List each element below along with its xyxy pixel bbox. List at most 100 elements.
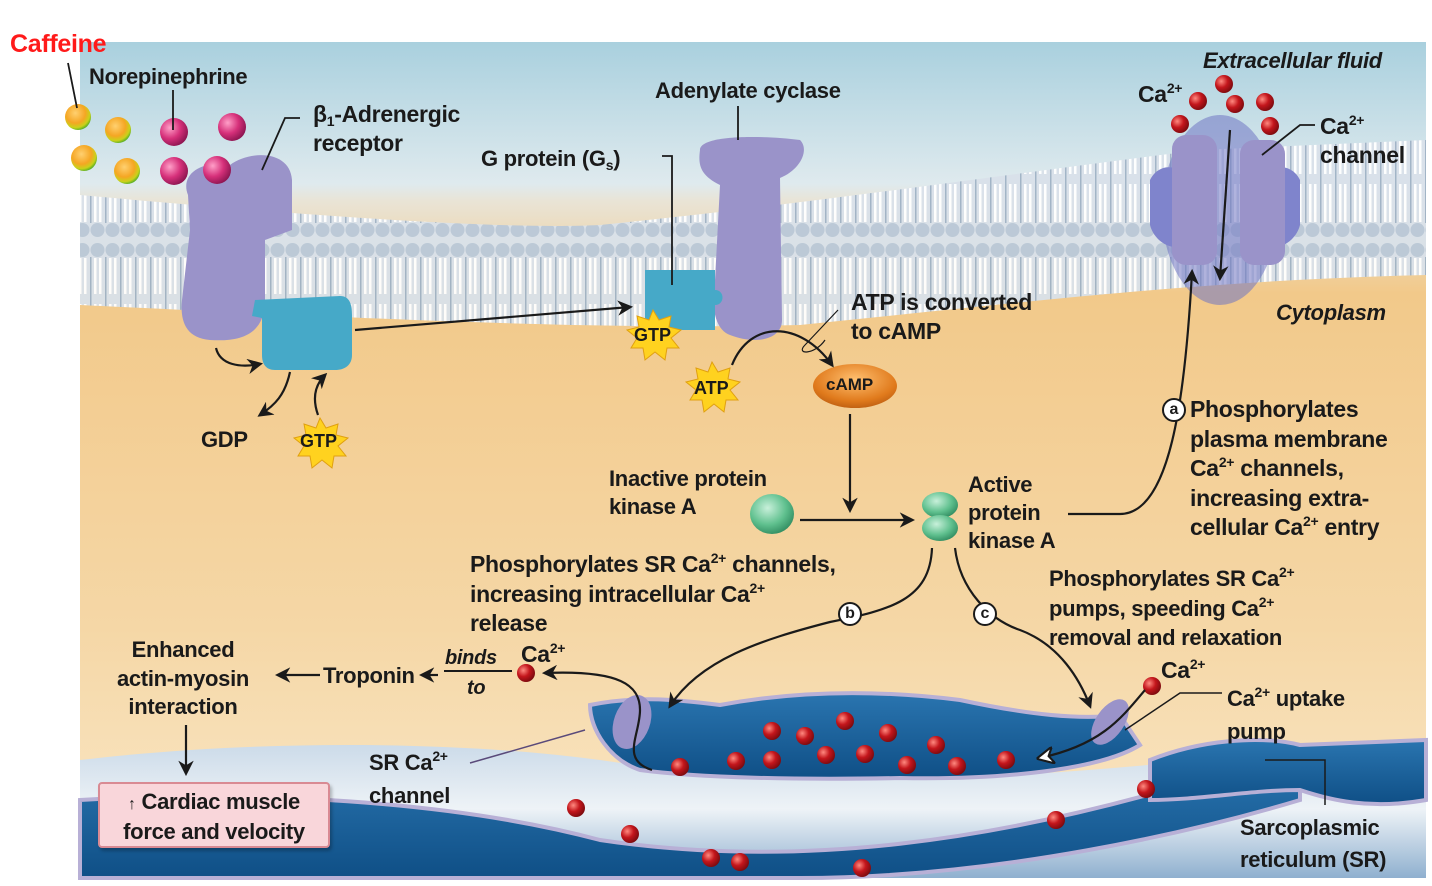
ca-text: Ca: [1161, 657, 1190, 683]
active-pka-line3: kinase A: [968, 528, 1056, 553]
outcome-line1: Cardiac muscle: [141, 789, 301, 814]
uptake-pump-line1: uptake: [1269, 686, 1345, 711]
ca-charge: 2+: [1218, 454, 1235, 470]
step-c-line1: Phosphorylates SR Ca: [1049, 566, 1279, 591]
released-calcium-ion: [517, 664, 535, 682]
step-a-line1: Phosphorylates: [1190, 396, 1359, 422]
step-b-line1: Phosphorylates SR Ca: [470, 551, 711, 577]
beta1-receptor-shape: [181, 155, 292, 341]
ca-charge: 2+: [432, 748, 448, 764]
sarcoplasmic-reticulum-shape: [78, 691, 1428, 880]
sr-channel-label: SR Ca2+ channel: [369, 746, 450, 812]
sarcoplasmic-reticulum-label: Sarcoplasmic reticulum (SR): [1240, 812, 1386, 876]
ca-channel-label: Ca2+ channel: [1320, 112, 1405, 170]
step-c-line2: pumps, speeding Ca: [1049, 595, 1259, 621]
adenylate-cyclase-label: Adenylate cyclase: [655, 78, 841, 103]
norepinephrine-molecules: [160, 113, 246, 185]
step-b-line3: release: [470, 610, 548, 636]
sr-channel-line2: channel: [369, 783, 451, 808]
gtp-star-2: [625, 308, 683, 361]
ca-charge: 2+: [1278, 564, 1295, 580]
increase-arrow-icon: ↑: [128, 796, 136, 813]
g-protein-text: G protein (G: [481, 146, 606, 171]
step-b-badge: b: [838, 602, 862, 626]
step-a-line3: channels,: [1234, 455, 1344, 481]
released-ca-label: Ca2+: [521, 640, 565, 669]
atp-star: [684, 360, 742, 413]
to-label: to: [467, 677, 486, 699]
extracellular-calcium-ions: [1171, 75, 1279, 135]
calcium-channel-shape: [1150, 115, 1300, 305]
caffeine-label: Caffeine: [10, 30, 107, 58]
sr-channel-line1: SR Ca: [369, 750, 433, 775]
ca-text: Ca: [1320, 113, 1349, 139]
atp-converted-line2: to cAMP: [851, 318, 941, 344]
enhanced-line2: actin-myosin: [116, 665, 250, 691]
g-protein-close: ): [613, 146, 621, 171]
extracellular-fluid-label: Extracellular fluid: [1203, 48, 1382, 73]
step-c-label: Phosphorylates SR Ca2+ pumps, speeding C…: [1049, 564, 1295, 653]
receptor-line1: -Adrenergic: [334, 101, 461, 127]
sr-line2: reticulum (SR): [1240, 847, 1387, 872]
atp-label: ATP: [694, 378, 729, 398]
ca-charge: 2+: [710, 550, 727, 566]
receptor-line2: receptor: [313, 130, 403, 156]
step-a-line5-end: entry: [1318, 514, 1380, 540]
pathway-arrows: [67, 62, 1326, 805]
inactive-pka-line1: Inactive protein: [609, 466, 767, 491]
enhanced-line3: interaction: [128, 694, 238, 719]
ca-charge: 2+: [749, 579, 766, 596]
step-b-line1-end: channels,: [726, 551, 836, 577]
ca-text: Ca: [1138, 81, 1167, 107]
binds-label: binds: [445, 647, 497, 669]
step-b-label: Phosphorylates SR Ca2+ channels, increas…: [470, 550, 836, 639]
ca-text: Ca: [521, 641, 550, 667]
atp-converted-label: ATP is converted to cAMP: [851, 288, 1032, 346]
inactive-pka-molecule: [750, 494, 794, 534]
active-pka-label: Active protein kinase A: [968, 471, 1056, 555]
enhanced-line1: Enhanced: [131, 637, 235, 662]
ca-charge: 2+: [1348, 112, 1365, 128]
active-pka-molecule: [922, 492, 958, 541]
step-c-badge: c: [973, 602, 997, 626]
step-b-line2: increasing intracellular Ca: [470, 580, 750, 607]
uptake-pump-line2: pump: [1227, 719, 1286, 744]
extracellular-ca-label: Ca2+: [1138, 80, 1182, 109]
step-a-line2: plasma membrane: [1190, 425, 1388, 452]
uptake-ca-label: Ca2+: [1161, 656, 1205, 685]
active-pka-line2: protein: [968, 500, 1041, 525]
step-a-badge: a: [1162, 398, 1186, 422]
inactive-pka-line2: kinase A: [609, 494, 697, 519]
step-c-line3: removal and relaxation: [1049, 625, 1283, 650]
atp-converted-line1: ATP is converted: [851, 289, 1032, 315]
ca-charge: 2+: [1254, 684, 1271, 700]
enhanced-actin-myosin-label: Enhanced actin-myosin interaction: [96, 636, 270, 722]
gdp-label: GDP: [201, 427, 248, 452]
receptor-subscript: 1: [326, 113, 335, 129]
beta1-receptor-label: β1-Adrenergic receptor: [313, 100, 460, 158]
gtp-label-2: GTP: [634, 325, 672, 345]
troponin-label: Troponin: [323, 663, 415, 688]
step-a-label: Phosphorylates plasma membrane Ca2+ chan…: [1190, 395, 1388, 543]
sr-calcium-ions: [567, 712, 1155, 877]
g-protein-label: G protein (Gs): [481, 144, 621, 173]
outcome-label: ↑ Cardiac muscle force and velocity: [100, 784, 328, 845]
ca-charge: 2+: [1166, 80, 1183, 96]
active-pka-line1: Active: [968, 472, 1033, 497]
ca-charge: 2+: [1189, 656, 1206, 672]
ca-channel-line2: channel: [1320, 142, 1405, 168]
camp-molecule: [813, 364, 897, 408]
uptake-pump-label: Ca2+ uptake pump: [1227, 682, 1345, 748]
adenylate-cyclase-shape: [699, 137, 804, 340]
gtp-star-1: [292, 416, 350, 469]
sr-line1: Sarcoplasmic: [1240, 815, 1380, 840]
g-protein-active-shape: [645, 270, 723, 330]
ca-charge: 2+: [1258, 593, 1275, 610]
g-protein-inactive-shape: [252, 296, 352, 370]
ca-text: Ca: [1190, 455, 1219, 481]
outcome-box: ↑ Cardiac muscle force and velocity: [98, 782, 330, 848]
caffeine-molecules: [65, 104, 140, 184]
outcome-line2: force and velocity: [123, 819, 305, 844]
step-a-line5: cellular Ca: [1190, 514, 1304, 540]
beta-symbol: β: [313, 101, 327, 127]
